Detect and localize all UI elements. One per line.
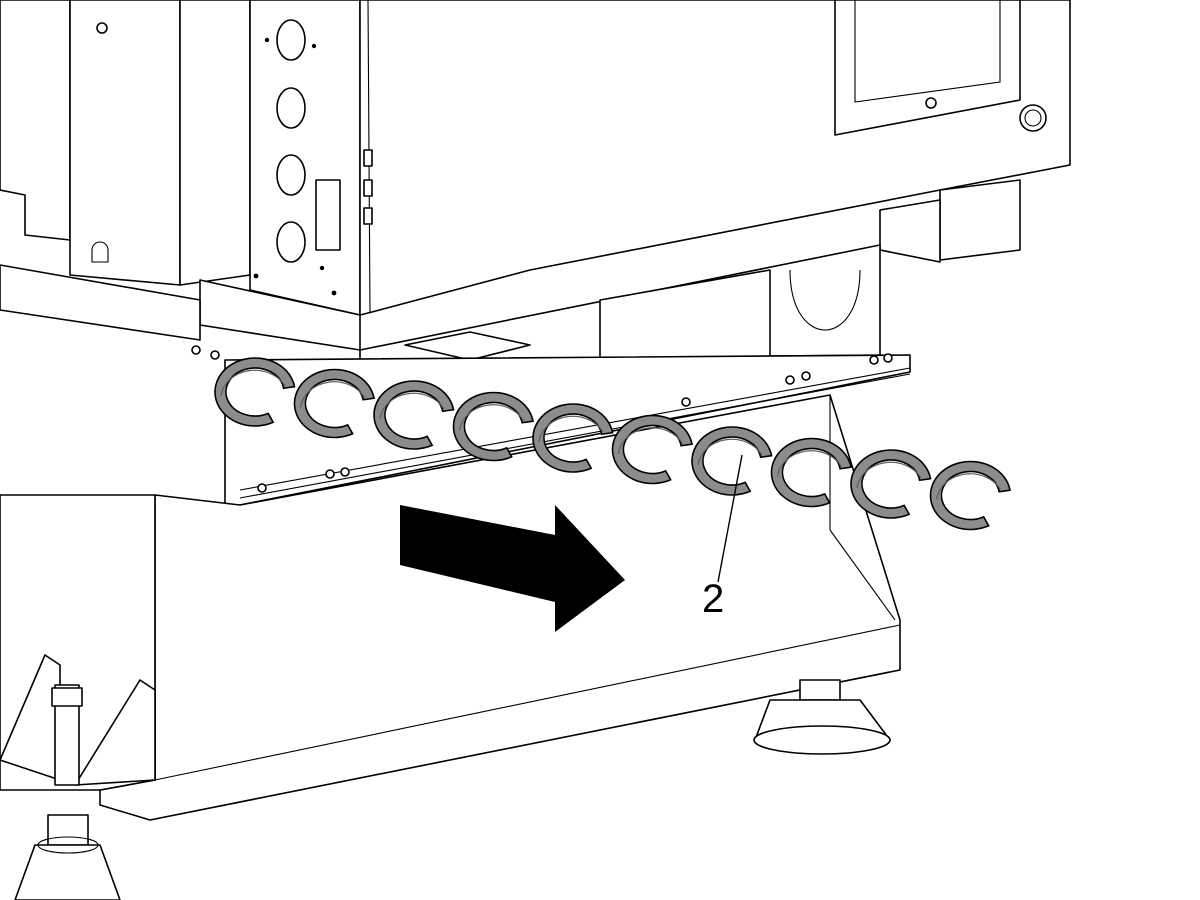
callout-label: 2 (702, 577, 724, 621)
callout-leader-line (717, 454, 743, 583)
coil-loop (293, 368, 375, 439)
door-lock-icon (1019, 104, 1047, 132)
coil-loop (452, 391, 534, 462)
coil-loop (611, 414, 693, 485)
coil-loop (691, 426, 773, 496)
leveling-foot-left (14, 814, 121, 900)
coil-loop (214, 357, 296, 427)
coil-loop (373, 380, 455, 450)
coil-loop (770, 437, 852, 508)
coil-loop (929, 460, 1011, 531)
coil-loop (850, 449, 932, 519)
upper-cabinet (0, 0, 1071, 351)
coil-loop (532, 403, 614, 473)
helical-spring-coil (214, 357, 1011, 531)
door-window-frame (834, 0, 1021, 136)
leveling-foot-right (753, 679, 891, 755)
arrow-right-icon (400, 505, 625, 632)
port-panel (249, 0, 361, 316)
